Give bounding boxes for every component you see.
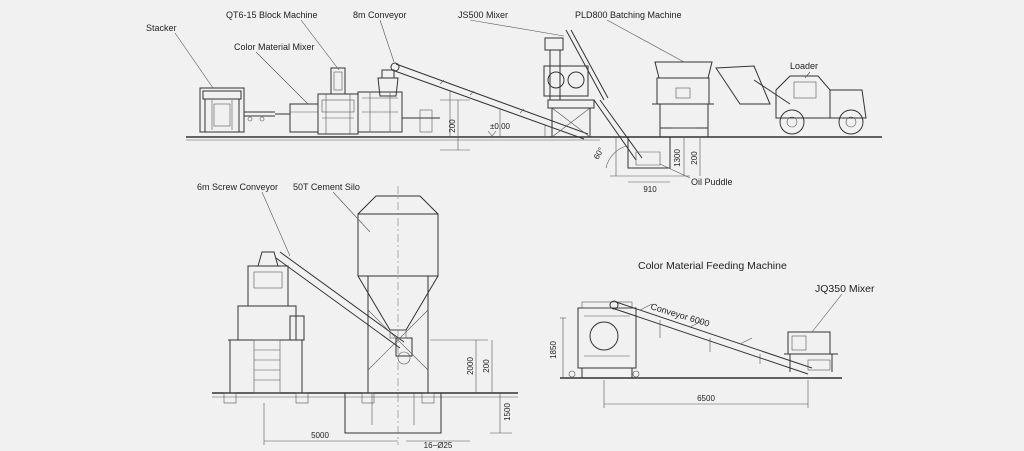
dim-200-right: 200 (690, 151, 699, 165)
js500-mixer (543, 29, 643, 161)
dim-silo-bolts: 16−Ø25 (424, 441, 453, 450)
top-dimensions: 200 ±0.00 60° 1300 200 910 (440, 99, 701, 194)
block-machine (317, 67, 440, 135)
dim-top-200: 200 (448, 119, 457, 133)
label-pld800: PLD800 Batching Machine (575, 10, 682, 20)
cement-silo-section: 2000 200 1500 5000 16−Ø25 (212, 186, 518, 450)
label-screw-conveyor: 6m Screw Conveyor (197, 182, 278, 192)
dim-level-zero: ±0.00 (490, 122, 511, 131)
dim-silo-2000: 2000 (466, 357, 475, 375)
label-stacker: Stacker (146, 23, 177, 33)
label-conveyor-6000: Conveyor 6000 (649, 301, 710, 328)
oil-puddle-pit (610, 137, 690, 177)
dim-angle: 60° (592, 146, 606, 161)
label-loader: Loader (790, 61, 818, 71)
dim-910: 910 (643, 185, 657, 194)
stacker-machine (199, 87, 275, 133)
leader-cement-silo (332, 191, 371, 233)
dim-1850: 1850 (549, 341, 558, 359)
color-feeding-section: 1850 6500 (549, 293, 843, 408)
leader-jq350 (811, 293, 843, 333)
label-block-machine: QT6-15 Block Machine (226, 10, 318, 20)
silo-side-mixer-structure (223, 251, 309, 404)
dim-silo-5000: 5000 (311, 431, 329, 440)
feeding-dimensions: 1850 6500 (549, 317, 809, 408)
top-production-line: 200 ±0.00 60° 1300 200 910 (174, 19, 882, 194)
silo-dimensions: 2000 200 1500 5000 16−Ø25 (263, 339, 512, 450)
feeding-belt-conveyor (609, 300, 813, 375)
jq350-mixer-unit (784, 331, 838, 372)
pld800-batching-machine (652, 61, 714, 137)
dim-silo-200: 200 (482, 359, 491, 373)
top-leader-lines (174, 19, 811, 179)
label-color-mixer: Color Material Mixer (234, 42, 315, 52)
cement-silo (357, 186, 439, 445)
label-js500-mixer: JS500 Mixer (458, 10, 508, 20)
loader-vehicle (715, 65, 867, 135)
feeding-mixer-frame (568, 301, 640, 378)
label-jq350-mixer: JQ350 Mixer (815, 283, 875, 295)
silo-foundation (344, 392, 442, 434)
label-color-feeding-title: Color Material Feeding Machine (638, 260, 787, 272)
dim-6500: 6500 (697, 394, 715, 403)
color-material-mixer (275, 103, 319, 133)
label-8m-conveyor: 8m Conveyor (353, 10, 407, 20)
label-cement-silo: 50T Cement Silo (293, 182, 360, 192)
dim-1300: 1300 (673, 149, 682, 167)
labels: Stacker QT6-15 Block Machine Color Mater… (146, 10, 875, 329)
dim-silo-1500: 1500 (503, 403, 512, 421)
label-oil-puddle: Oil Puddle (691, 177, 733, 187)
leader-screw-conveyor (261, 191, 291, 257)
